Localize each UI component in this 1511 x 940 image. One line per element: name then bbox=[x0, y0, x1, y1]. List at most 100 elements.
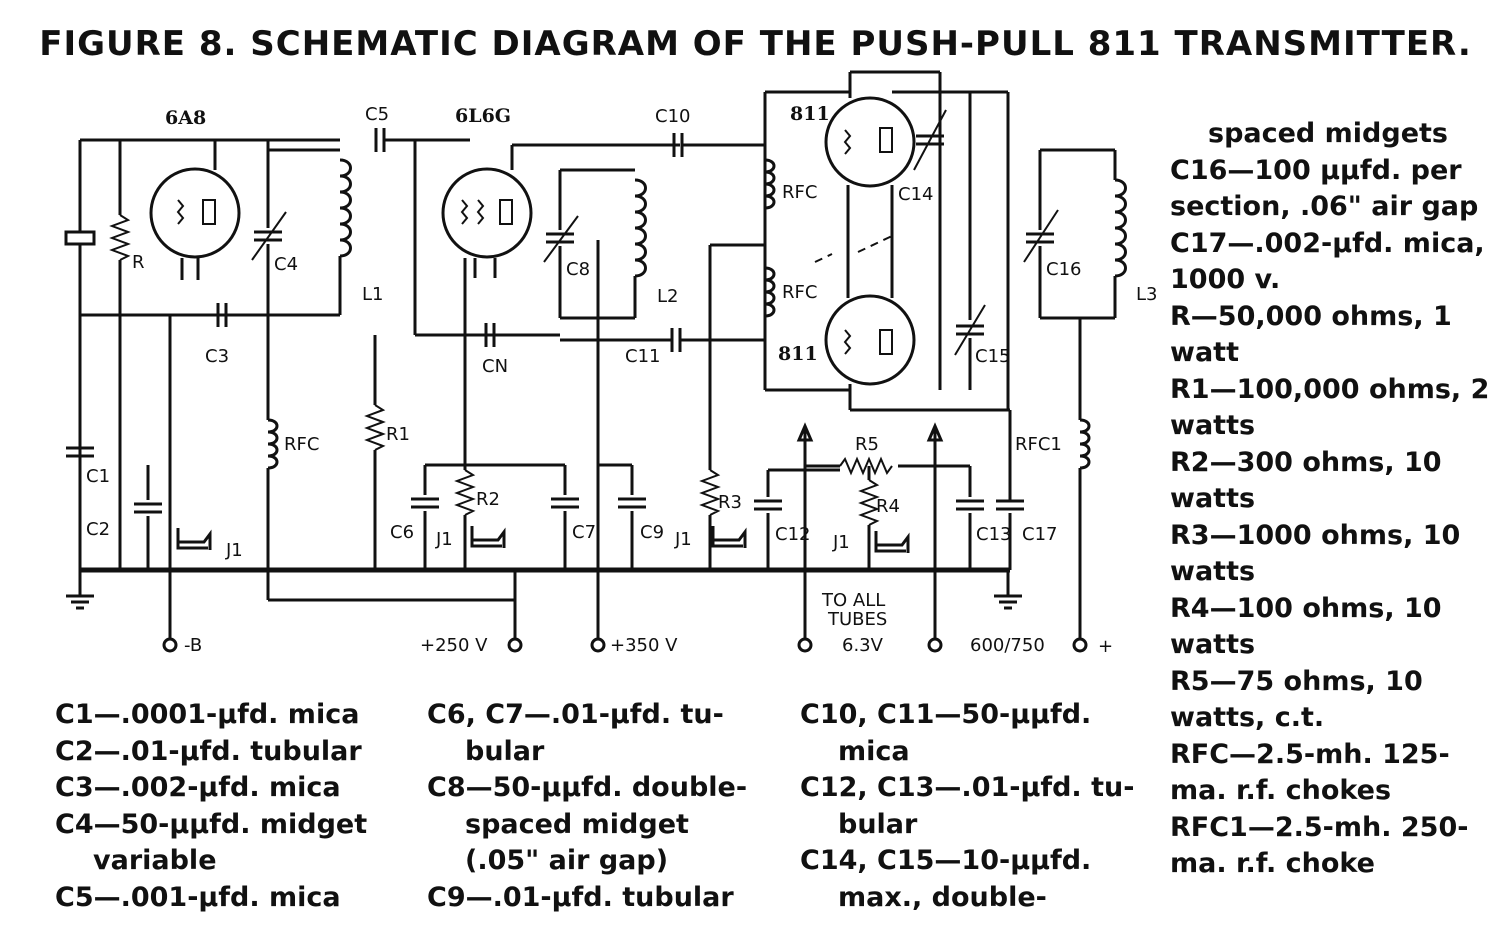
terminal-label-hv-plus: + bbox=[1098, 636, 1113, 657]
label-c10: C10 bbox=[655, 106, 690, 127]
label-rfc-a: RFC bbox=[284, 434, 319, 455]
jack-j1-b bbox=[470, 524, 506, 550]
legend-r1: R1—100,000 ohms, 2 watts bbox=[1170, 373, 1490, 442]
label-c14: C14 bbox=[898, 184, 933, 205]
legend-c14-c15-cont: max., double- bbox=[838, 881, 1047, 913]
terminal-label-to-all: TO ALL bbox=[821, 590, 885, 611]
label-c4: C4 bbox=[274, 254, 298, 275]
terminal-label-plus-350v: +350 V bbox=[610, 635, 678, 656]
label-c3: C3 bbox=[205, 346, 229, 367]
legend-c14-c15-cont2: spaced midgets bbox=[1208, 118, 1448, 149]
choke-rfc1 bbox=[1078, 418, 1091, 470]
terminal-label-plus-250v: +250 V bbox=[420, 635, 488, 656]
ground-symbol-right bbox=[992, 594, 1024, 610]
capacitor-c9 bbox=[616, 497, 648, 509]
legend-r5: R5—75 ohms, 10 watts, c.t. bbox=[1170, 665, 1423, 734]
terminal-hv bbox=[1072, 637, 1088, 653]
capacitor-c13 bbox=[954, 499, 986, 511]
legend-c4: C4—50-μμfd. midget bbox=[55, 808, 368, 840]
legend-c8-cont2: (.05" air gap) bbox=[465, 845, 669, 876]
label-c15: C15 bbox=[975, 346, 1010, 367]
label-c17: C17 bbox=[1022, 524, 1057, 545]
figure-title: FIGURE 8. SCHEMATIC DIAGRAM OF THE PUSH-… bbox=[39, 24, 1472, 64]
legend-c6-c7: C6, C7—.01-μfd. tu- bbox=[427, 699, 724, 730]
legend-r: R—50,000 ohms, 1 watt bbox=[1170, 300, 1452, 369]
tube-label-811-bottom: 811 bbox=[778, 343, 818, 365]
legend-c10-c11: C10, C11—50-μμfd. bbox=[800, 699, 1092, 730]
label-r1: R1 bbox=[386, 424, 410, 445]
legend-column-2: C6, C7—.01-μfd. tu- bular C8—50-μμfd. do… bbox=[427, 697, 747, 916]
label-c13: C13 bbox=[976, 524, 1011, 545]
label-rfc1: RFC1 bbox=[1015, 434, 1062, 455]
capacitor-c6 bbox=[409, 497, 441, 509]
resistor-r3 bbox=[701, 469, 719, 516]
choke-rfc-a bbox=[266, 418, 279, 470]
jack-j1-d bbox=[874, 529, 910, 555]
label-cn: CN bbox=[482, 356, 508, 377]
tube-6a8 bbox=[149, 167, 241, 259]
label-j1-b: J1 bbox=[435, 529, 453, 550]
tube-label-6a8: 6A8 bbox=[165, 107, 206, 129]
terminal-plus-250v bbox=[507, 637, 523, 653]
label-c1: C1 bbox=[86, 466, 110, 487]
legend-c14-c15: C14, C15—10-μμfd. bbox=[800, 845, 1092, 876]
label-j1-a: J1 bbox=[225, 540, 243, 561]
label-c9: C9 bbox=[640, 522, 664, 543]
label-c7: C7 bbox=[572, 522, 596, 543]
label-j1-c: J1 bbox=[674, 529, 692, 550]
label-r5: R5 bbox=[855, 434, 879, 455]
label-l3: L3 bbox=[1136, 284, 1157, 305]
tube-6l6g bbox=[441, 167, 533, 259]
legend-c4-cont: variable bbox=[93, 845, 217, 876]
label-c12: C12 bbox=[775, 524, 810, 545]
legend-c9: C9—.01-μfd. tubular bbox=[427, 881, 734, 913]
label-c5: C5 bbox=[365, 104, 389, 125]
capacitor-c5 bbox=[374, 126, 386, 154]
label-c16: C16 bbox=[1046, 259, 1081, 280]
terminal-minus-b bbox=[162, 637, 178, 653]
capacitor-c17 bbox=[994, 499, 1026, 511]
label-r3: R3 bbox=[718, 492, 742, 513]
inductor-l2 bbox=[633, 178, 647, 278]
ground-symbol-left bbox=[64, 594, 96, 610]
tube-label-6l6g: 6L6G bbox=[455, 105, 511, 127]
legend-c6-c7-cont: bular bbox=[465, 735, 545, 767]
legend-rfc: RFC—2.5-mh. 125-ma. r.f. chokes bbox=[1170, 738, 1450, 807]
legend-c12-c13-cont: bular bbox=[838, 808, 918, 840]
legend-column-1: C1—.0001-μfd. mica C2—.01-μfd. tubular C… bbox=[55, 697, 367, 916]
legend-c3: C3—.002-μfd. mica bbox=[55, 772, 341, 803]
terminal-label-minus-b: -B bbox=[184, 635, 202, 656]
crystal bbox=[64, 230, 96, 246]
label-r4: R4 bbox=[876, 496, 900, 517]
legend-c12-c13: C12, C13—.01-μfd. tu- bbox=[800, 772, 1135, 803]
jack-j1-a bbox=[176, 526, 212, 552]
terminal-label-6-3v: 6.3V bbox=[842, 635, 884, 656]
legend-c5: C5—.001-μfd. mica bbox=[55, 881, 341, 913]
terminal-filament-a bbox=[797, 637, 813, 653]
terminal-label-hv: 600/750 bbox=[970, 635, 1045, 656]
legend-r4: R4—100 ohms, 10 watts bbox=[1170, 592, 1442, 661]
label-j1-d: J1 bbox=[832, 532, 850, 553]
legend-c17: C17—.002-μfd. mica, 1000 v. bbox=[1170, 227, 1485, 296]
legend-r2: R2—300 ohms, 10 watts bbox=[1170, 446, 1442, 515]
label-r: R bbox=[132, 252, 145, 273]
capacitor-c11 bbox=[670, 326, 682, 354]
resistor-r2 bbox=[456, 469, 474, 516]
label-l1: L1 bbox=[362, 284, 383, 305]
tube-811-top bbox=[824, 96, 916, 188]
legend-rfc1: RFC1—2.5-mh. 250-ma. r.f. choke bbox=[1170, 811, 1469, 880]
legend-c1: C1—.0001-μfd. mica bbox=[55, 699, 360, 730]
tube-811-bottom bbox=[824, 294, 916, 386]
terminal-filament-b bbox=[927, 637, 943, 653]
label-r2: R2 bbox=[476, 489, 500, 510]
legend-column-4: spaced midgets C16—100 μμfd. per section… bbox=[1170, 116, 1490, 883]
label-c11: C11 bbox=[625, 346, 660, 367]
label-c6: C6 bbox=[390, 522, 414, 543]
legend-c8: C8—50-μμfd. double- bbox=[427, 772, 748, 803]
label-rfc-c: RFC bbox=[782, 282, 817, 303]
label-c8: C8 bbox=[566, 259, 590, 280]
capacitor-c2 bbox=[132, 502, 164, 514]
legend-c8-cont: spaced midget bbox=[465, 808, 689, 840]
inductor-l3 bbox=[1113, 178, 1127, 278]
terminal-plus-350v bbox=[590, 637, 606, 653]
